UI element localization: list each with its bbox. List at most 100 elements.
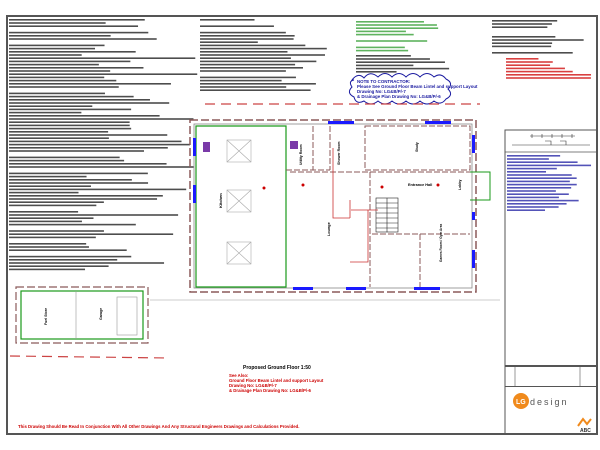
note-text-line bbox=[200, 63, 296, 66]
note-text-line bbox=[200, 86, 287, 88]
note-text-line bbox=[507, 180, 570, 183]
note-text-line bbox=[506, 70, 573, 73]
note-text-line bbox=[507, 177, 577, 179]
note-text-line bbox=[492, 36, 556, 38]
note-text-line bbox=[200, 60, 317, 63]
room-label-utility: Utility Room bbox=[299, 144, 303, 165]
note-text-line bbox=[9, 137, 109, 139]
note-text-line bbox=[9, 76, 105, 79]
note-text-line bbox=[9, 102, 170, 104]
note-text-line bbox=[9, 185, 91, 187]
note-text-line bbox=[200, 67, 303, 69]
boundary-line bbox=[9, 355, 171, 359]
note-text-line bbox=[9, 70, 111, 72]
note-text-line bbox=[200, 54, 325, 56]
note-text-line bbox=[9, 121, 130, 123]
note-text-line bbox=[9, 60, 131, 63]
note-text-line bbox=[200, 31, 286, 34]
note-text-line bbox=[9, 25, 139, 27]
note-text-line bbox=[200, 38, 294, 40]
note-text-line bbox=[9, 35, 111, 37]
note-text-line bbox=[9, 191, 79, 194]
see-also-line: Ground Floor Beam Lintel and support Lay… bbox=[229, 378, 324, 383]
note-text-line bbox=[9, 188, 187, 191]
note-text-line bbox=[200, 41, 258, 43]
note-text-line bbox=[9, 63, 99, 66]
note-text-line bbox=[9, 67, 144, 69]
note-text-line bbox=[492, 23, 552, 25]
logo-text: design bbox=[530, 397, 569, 407]
note-text-line bbox=[9, 268, 86, 271]
note-text-line bbox=[9, 79, 117, 82]
note-text-line bbox=[356, 55, 411, 57]
note-text-line bbox=[9, 127, 132, 130]
note-text-line bbox=[356, 58, 430, 60]
note-text-line bbox=[9, 57, 196, 59]
note-text-line bbox=[200, 47, 327, 50]
see-also-heading: See Also: bbox=[229, 373, 249, 378]
note-text-line bbox=[356, 49, 409, 52]
note-text-line bbox=[507, 190, 556, 192]
see-also-line: Drawing No: LG&B/P/-7 bbox=[229, 383, 277, 388]
note-text-line bbox=[356, 27, 439, 29]
note-text-line bbox=[356, 64, 414, 67]
note-text-line bbox=[507, 209, 546, 211]
note-text-line bbox=[9, 111, 82, 114]
note-text-line bbox=[506, 67, 565, 70]
note-text-line bbox=[9, 195, 163, 197]
note-text-line bbox=[9, 124, 130, 127]
note-text-line bbox=[9, 92, 105, 95]
room-label-entrance-hall: Entrance Hall bbox=[408, 183, 432, 187]
room-label-kitchen: Kitchen bbox=[218, 193, 223, 208]
note-text-line bbox=[356, 71, 397, 73]
note-text-line bbox=[9, 172, 148, 175]
note-text-line bbox=[9, 51, 136, 53]
note-text-line bbox=[356, 33, 414, 36]
note-text-line bbox=[356, 46, 405, 49]
note-text-line bbox=[9, 217, 94, 219]
note-text-line bbox=[9, 86, 119, 88]
note-text-line bbox=[9, 223, 136, 226]
note-text-line bbox=[9, 22, 106, 24]
notes-text bbox=[9, 19, 592, 271]
room-label-fuel-store: Fuel Store bbox=[44, 308, 48, 325]
note-text-line bbox=[200, 19, 255, 21]
note-text-line bbox=[9, 166, 194, 168]
note-text-line bbox=[200, 51, 288, 53]
note-text-line bbox=[507, 161, 578, 163]
note-text-line bbox=[9, 246, 89, 248]
note-text-line bbox=[9, 131, 109, 133]
note-text-line bbox=[9, 143, 190, 146]
note-text-line bbox=[200, 79, 282, 82]
note-text-line bbox=[9, 156, 120, 159]
note-text-line bbox=[9, 201, 104, 203]
room-label-lobby: Lobby bbox=[458, 179, 462, 190]
note-text-line bbox=[9, 150, 144, 152]
windows bbox=[193, 121, 475, 290]
note-text-line bbox=[506, 64, 551, 66]
note-text-line bbox=[9, 236, 96, 239]
contractor-note-line: & Drainage Plan Drawing No: LG&B/P/-6 bbox=[357, 94, 441, 99]
note-text-line bbox=[506, 74, 592, 76]
note-text-line bbox=[9, 105, 93, 107]
note-text-line bbox=[492, 45, 552, 48]
note-text-line bbox=[492, 39, 584, 41]
note-text-line bbox=[492, 26, 548, 28]
room-label-games-room: Games Room / Gym Area bbox=[439, 224, 443, 262]
note-text-line bbox=[9, 233, 174, 235]
brand-mark-icon bbox=[577, 417, 592, 427]
room-label-lounge: Lounge bbox=[327, 222, 331, 236]
note-text-line bbox=[492, 20, 558, 22]
contractor-note-cloud: NOTE TO CONTRACTOR: Please See Ground Fl… bbox=[348, 73, 478, 105]
note-text-line bbox=[492, 42, 553, 44]
room-label-garage: Garage bbox=[99, 308, 103, 320]
note-text-line bbox=[9, 179, 132, 181]
note-text-line bbox=[200, 83, 316, 85]
note-text-line bbox=[9, 31, 149, 34]
note-text-line bbox=[200, 57, 291, 59]
note-text-line bbox=[200, 44, 306, 47]
note-text-line bbox=[507, 167, 557, 170]
note-text-line bbox=[356, 40, 428, 42]
note-text-line bbox=[507, 206, 559, 208]
logo-mark bbox=[513, 393, 529, 409]
